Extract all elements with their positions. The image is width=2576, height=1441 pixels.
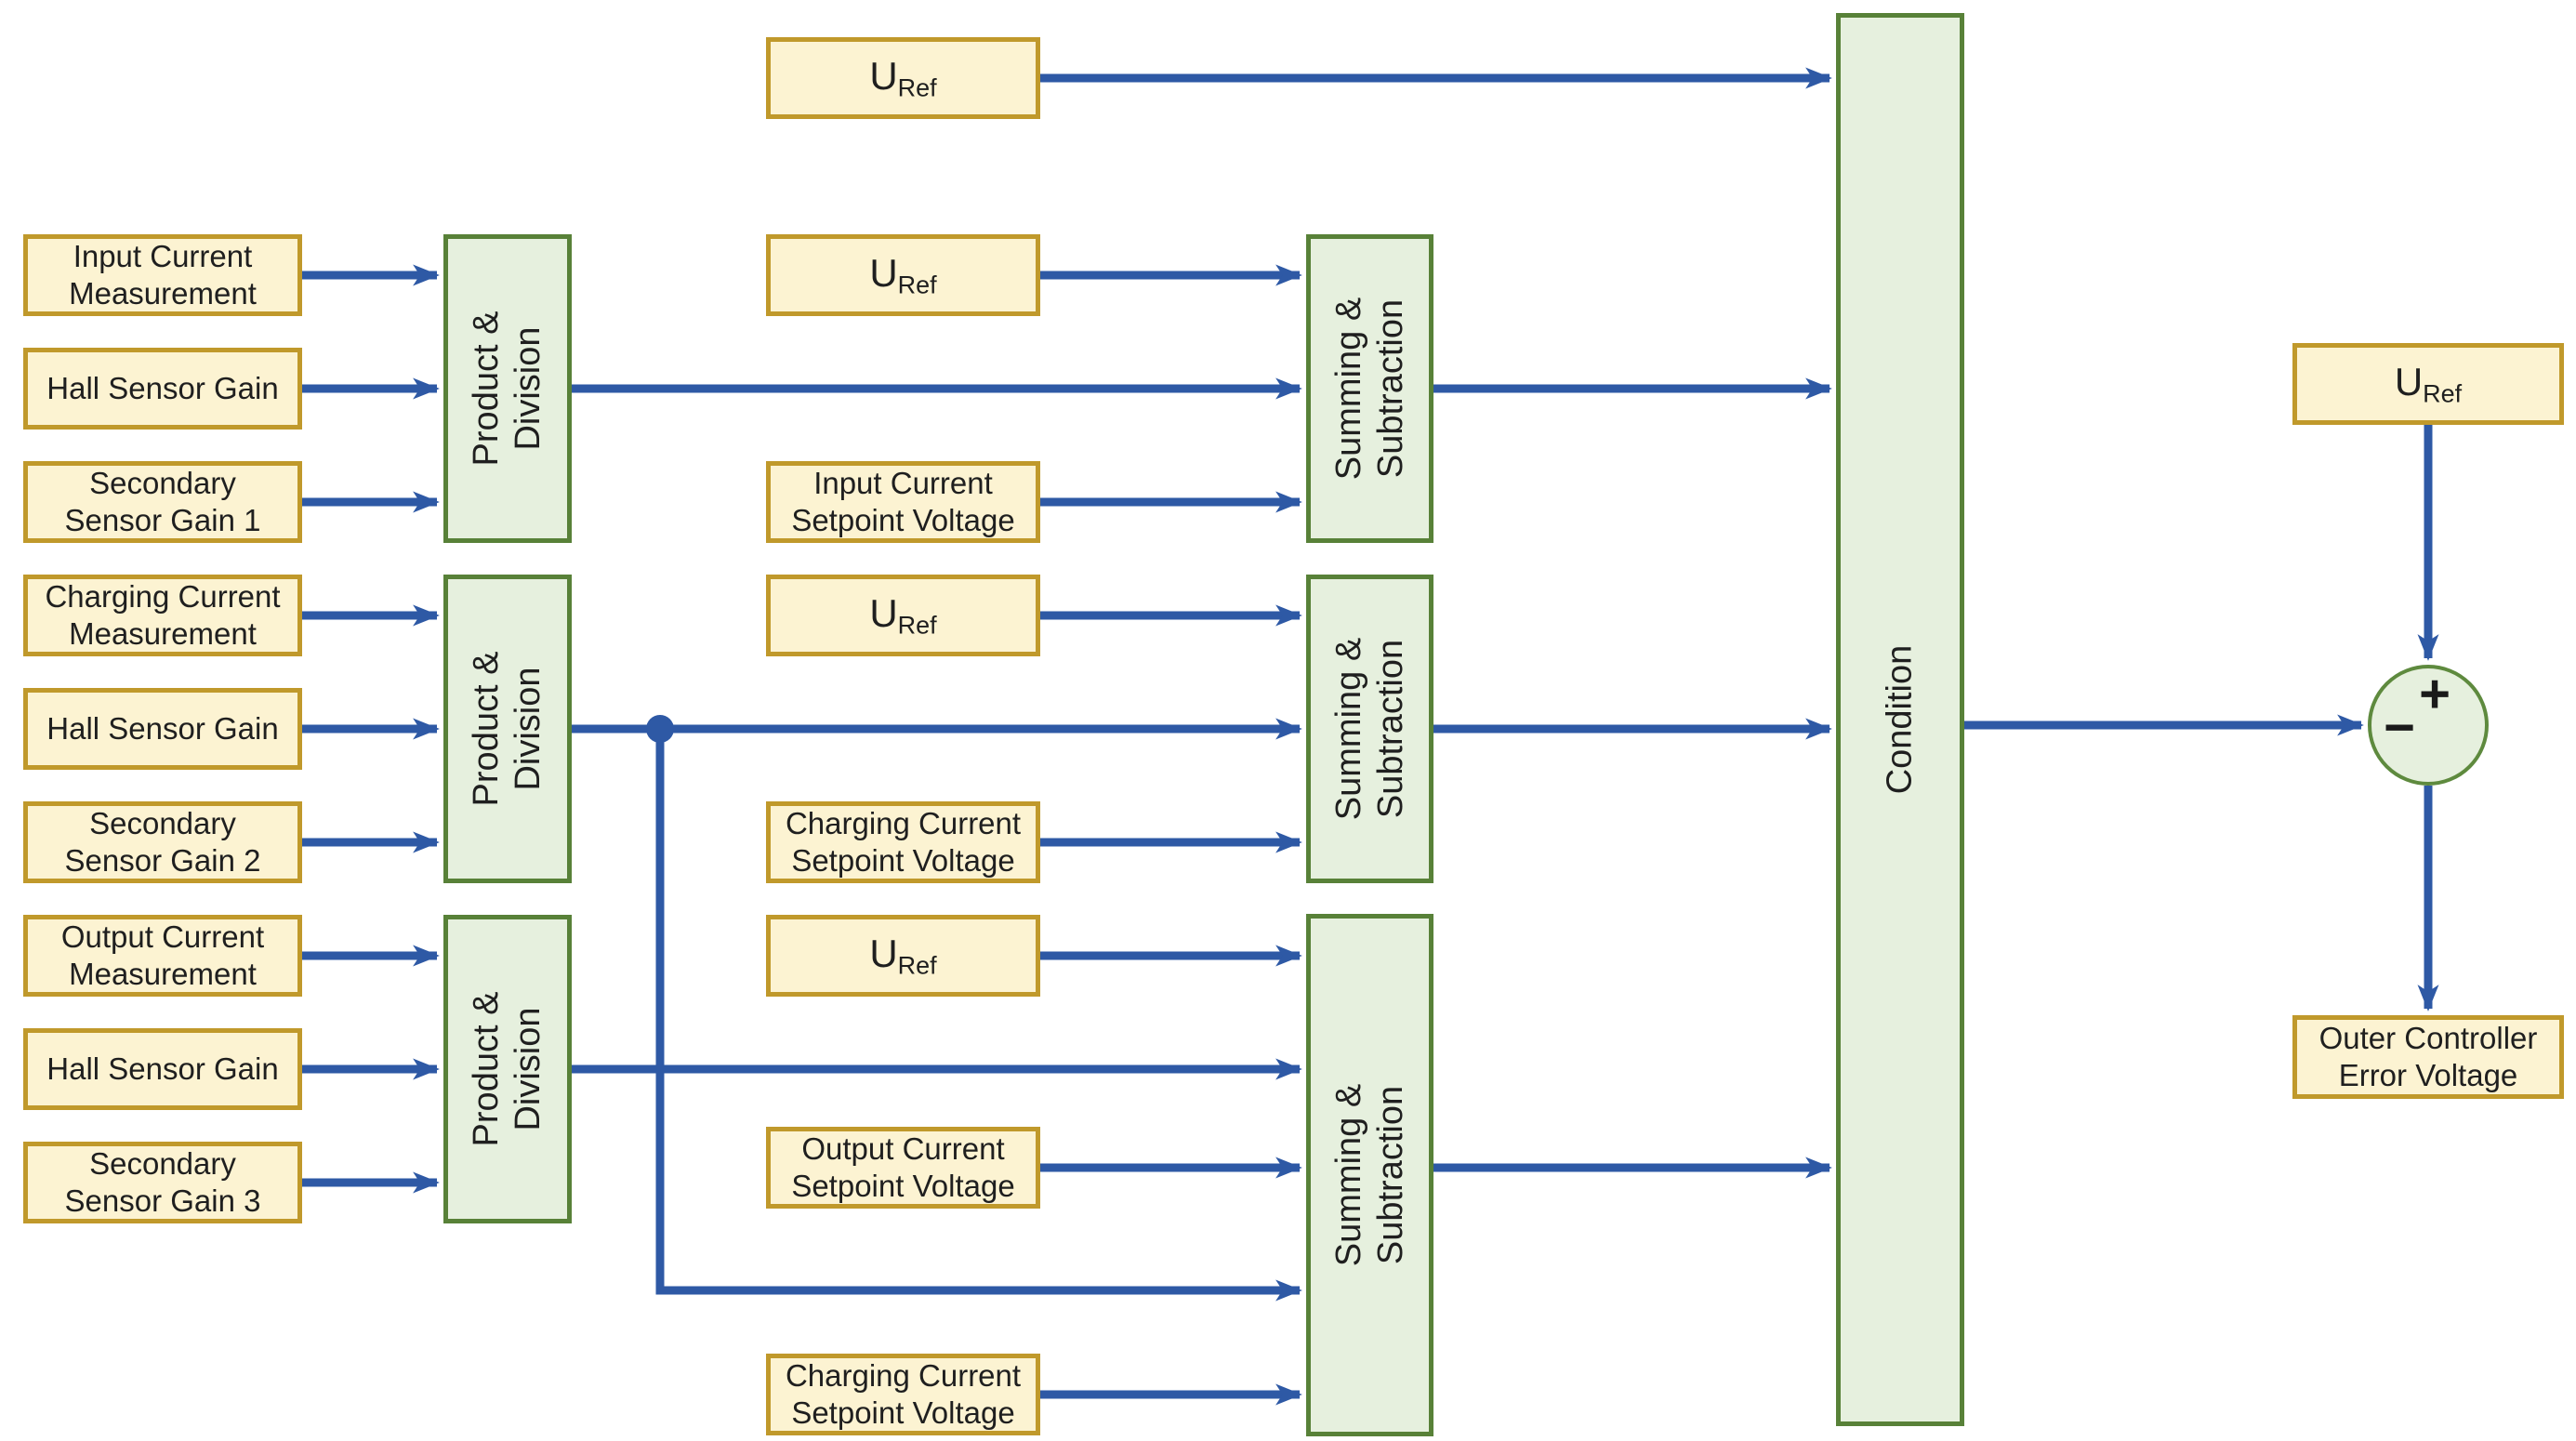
charging-current-setpoint-voltage-2-label: Charging Current Setpoint Voltage (785, 1357, 1022, 1430)
hall-sensor-gain-1-box: Hall Sensor Gain (23, 348, 302, 430)
secondary-sensor-gain-1-label: Secondary Sensor Gain 1 (64, 465, 261, 537)
uref-1-box: URef (766, 234, 1040, 316)
product-division-2-box: Product & Division (443, 575, 572, 883)
uref-1-label: URef (869, 251, 937, 299)
junction-plus-sign: + (2419, 664, 2451, 724)
connector-pd2-branch-to-summing3 (655, 729, 1302, 1302)
hall-sensor-gain-3-label: Hall Sensor Gain (46, 1051, 279, 1086)
input-current-measurement-box: Input Current Measurement (23, 234, 302, 316)
output-current-setpoint-voltage-box: Output Current Setpoint Voltage (766, 1127, 1040, 1209)
product-division-3-box: Product & Division (443, 915, 572, 1223)
charging-current-measurement-label: Charging Current Measurement (45, 578, 281, 651)
outer-controller-error-voltage-label: Outer Controller Error Voltage (2318, 1020, 2538, 1092)
junction-minus-sign: − (2384, 697, 2415, 758)
secondary-sensor-gain-3-box: Secondary Sensor Gain 3 (23, 1142, 302, 1223)
summing-junction: + − (2368, 665, 2489, 786)
charging-current-measurement-box: Charging Current Measurement (23, 575, 302, 656)
secondary-sensor-gain-2-box: Secondary Sensor Gain 2 (23, 801, 302, 883)
product-division-1-box: Product & Division (443, 234, 572, 543)
uref-2-label: URef (869, 591, 937, 640)
uref-right-label: URef (2394, 360, 2463, 408)
summing-subtraction-3-label: Summing & Subtraction (1328, 1083, 1410, 1267)
input-current-setpoint-voltage-label: Input Current Setpoint Voltage (791, 465, 1015, 537)
uref-top-label: URef (869, 54, 937, 102)
uref-2-box: URef (766, 575, 1040, 656)
hall-sensor-gain-3-box: Hall Sensor Gain (23, 1028, 302, 1110)
uref-right-box: URef (2292, 343, 2564, 425)
summing-subtraction-1-label: Summing & Subtraction (1328, 297, 1410, 481)
secondary-sensor-gain-3-label: Secondary Sensor Gain 3 (64, 1145, 261, 1218)
branch-junction-dot (646, 715, 674, 743)
summing-subtraction-2-box: Summing & Subtraction (1306, 575, 1433, 883)
output-current-setpoint-voltage-label: Output Current Setpoint Voltage (791, 1130, 1015, 1203)
summing-subtraction-2-label: Summing & Subtraction (1328, 637, 1410, 821)
uref-top-box: URef (766, 37, 1040, 119)
condition-label: Condition (1880, 644, 1920, 795)
condition-box: Condition (1836, 13, 1964, 1426)
output-current-measurement-box: Output Current Measurement (23, 915, 302, 997)
charging-current-setpoint-voltage-2-box: Charging Current Setpoint Voltage (766, 1354, 1040, 1435)
uref-3-label: URef (869, 932, 937, 980)
secondary-sensor-gain-2-label: Secondary Sensor Gain 2 (64, 805, 261, 878)
summing-subtraction-3-box: Summing & Subtraction (1306, 914, 1433, 1436)
product-division-3-label: Product & Division (467, 991, 548, 1147)
charging-current-setpoint-voltage-1-label: Charging Current Setpoint Voltage (785, 805, 1022, 878)
hall-sensor-gain-2-label: Hall Sensor Gain (46, 710, 279, 746)
secondary-sensor-gain-1-box: Secondary Sensor Gain 1 (23, 461, 302, 543)
output-current-measurement-label: Output Current Measurement (60, 919, 265, 991)
charging-current-setpoint-voltage-1-box: Charging Current Setpoint Voltage (766, 801, 1040, 883)
hall-sensor-gain-2-box: Hall Sensor Gain (23, 688, 302, 770)
input-current-measurement-label: Input Current Measurement (69, 238, 257, 311)
uref-3-box: URef (766, 915, 1040, 997)
product-division-2-label: Product & Division (467, 651, 548, 807)
product-division-1-label: Product & Division (467, 311, 548, 467)
summing-subtraction-1-box: Summing & Subtraction (1306, 234, 1433, 543)
hall-sensor-gain-1-label: Hall Sensor Gain (46, 370, 279, 405)
input-current-setpoint-voltage-box: Input Current Setpoint Voltage (766, 461, 1040, 543)
outer-controller-error-voltage-box: Outer Controller Error Voltage (2292, 1015, 2564, 1099)
